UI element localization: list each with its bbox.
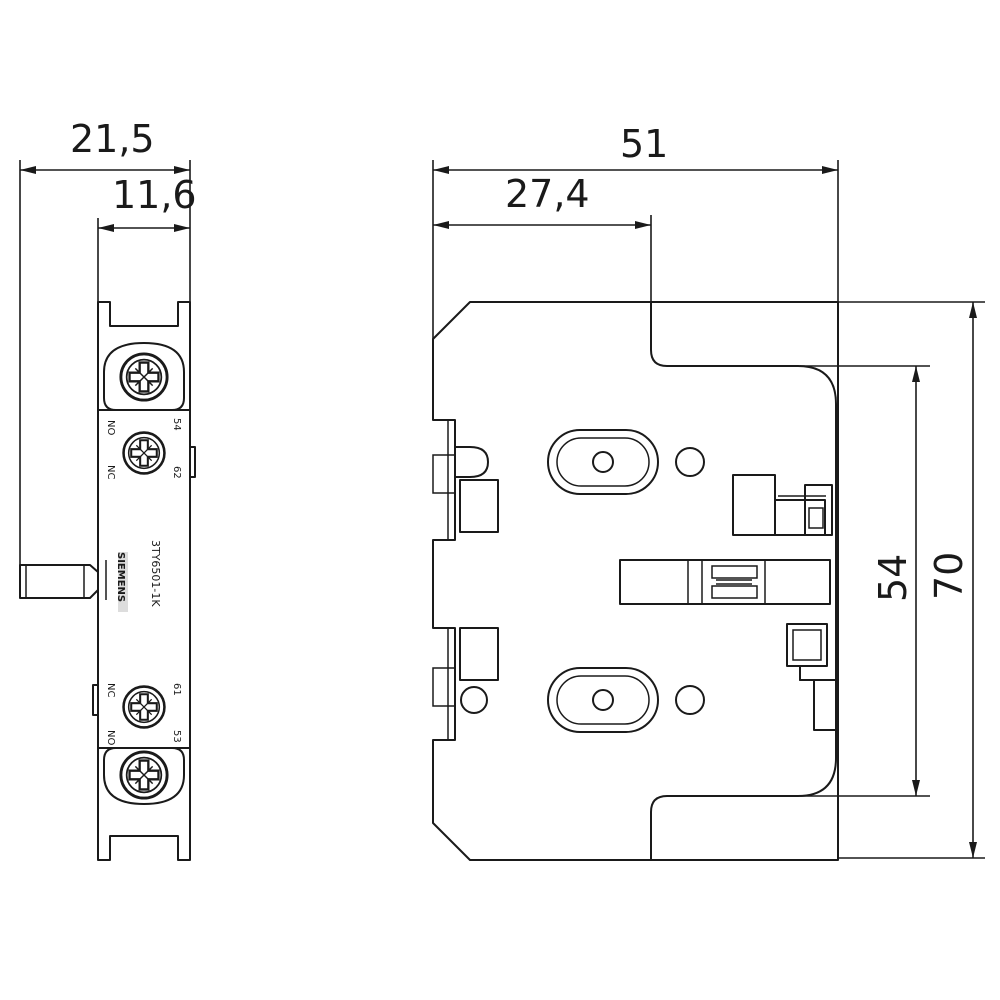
round-hole-upper	[675, 447, 705, 477]
terminal-housing-upper	[103, 342, 185, 411]
label-no-lower: NO	[105, 730, 116, 745]
center-slider	[619, 559, 831, 605]
label-62: 62	[171, 466, 182, 479]
slotted-hole-lower	[547, 667, 659, 733]
side-clip-nub	[189, 446, 196, 478]
dimension-front-total-height: 70	[838, 301, 985, 859]
side-clip-nub-lower	[92, 684, 99, 716]
dim-label-27-4: 27,4	[505, 172, 590, 216]
label-53: 53	[171, 730, 182, 743]
dim-label-21-5: 21,5	[70, 117, 155, 161]
dimension-side-total-width: 21,5	[19, 117, 191, 565]
part-number: 3TY6501-1K	[149, 540, 162, 607]
dim-label-51: 51	[620, 122, 668, 166]
dimension-front-inner-height: 54	[800, 365, 930, 797]
dimension-side-body-width: 11,6	[97, 173, 197, 305]
slotted-hole-upper	[547, 429, 659, 495]
svg-text:SIEMENS: SIEMENS	[115, 552, 126, 602]
left-clip-lower	[432, 627, 499, 740]
side-actuator-plunger	[19, 564, 99, 599]
mounting-plate-outline	[432, 301, 839, 861]
label-no-upper: NO	[105, 420, 116, 435]
terminal-housing-lower	[103, 747, 185, 805]
terminal-screw-icon	[122, 431, 166, 475]
terminal-screw-icon	[119, 750, 169, 800]
side-view: 21,5 11,6 NO 54 NC	[19, 117, 197, 861]
front-view: 51 27,4 70 54	[432, 122, 985, 861]
siemens-logo: SIEMENS	[115, 552, 128, 612]
terminal-screw-icon	[119, 352, 169, 402]
label-61: 61	[171, 683, 182, 696]
round-hole-lower	[675, 685, 705, 715]
side-body-outline	[97, 301, 191, 861]
left-clip-upper	[432, 420, 499, 540]
dimension-front-partial-width: 27,4	[433, 172, 652, 305]
contact-block-upper	[732, 474, 833, 536]
label-54: 54	[171, 418, 182, 431]
label-nc-lower: NC	[105, 683, 116, 697]
label-nc-upper: NC	[105, 465, 116, 479]
dimension-front-total-width: 51	[432, 122, 839, 420]
terminal-screw-icon	[122, 685, 166, 729]
dim-label-54: 54	[871, 554, 915, 602]
contact-block-lower	[786, 623, 839, 731]
inner-recess-outline	[650, 301, 837, 861]
dim-label-11-6: 11,6	[112, 173, 197, 217]
dim-label-70: 70	[927, 552, 971, 600]
